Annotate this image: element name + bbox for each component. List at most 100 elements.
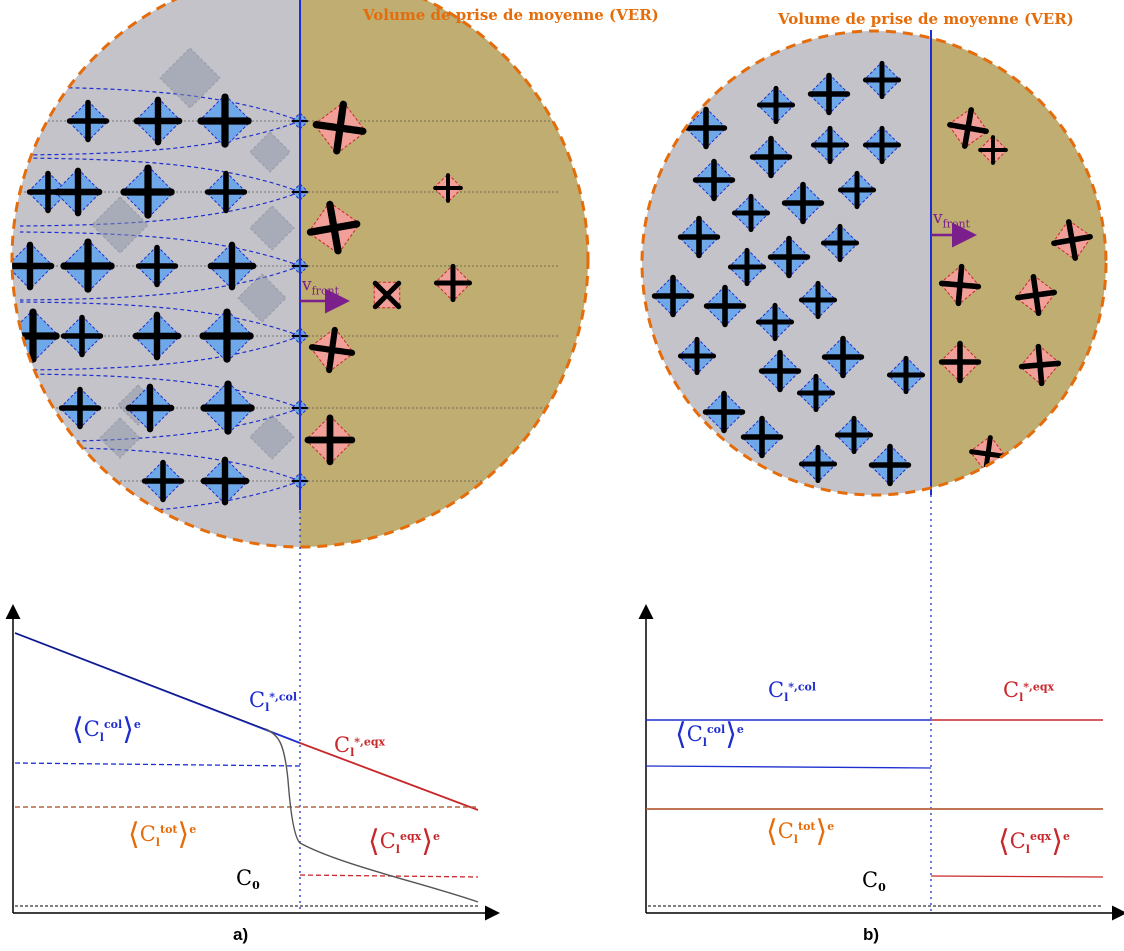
columnar-dendrite-icon [807,72,851,116]
equiaxed-dendrite-icon [1014,273,1058,317]
columnar-dendrite-icon [199,308,255,364]
columnar-dendrite-icon [796,373,836,413]
panel-a-label: a) [233,925,249,944]
equiaxed-dendrite-icon [372,280,402,310]
equiaxed-dendrite-icon [312,100,368,156]
columnar-dendrite-icon [207,241,257,291]
columnar-dendrite-icon [677,215,721,259]
columnar-dendrite-icon [821,335,865,379]
columnar-dendrite-icon [702,390,746,434]
equiaxed-dendrite-icon [304,414,356,466]
columnar-dendrite-icon [758,349,802,393]
columnar-dendrite-icon [740,415,784,459]
columnar-dendrite-icon [767,235,811,279]
c0-label-b: C0 [862,868,886,895]
panel-b-label: b) [863,925,880,944]
columnar-dendrite-icon [12,241,55,291]
velocity-label-b: vfront [933,208,971,231]
columnar-dendrite-icon [727,247,767,287]
velocity-label-a: vfront [302,275,340,298]
c-star-eqx-label-b: Cl*,eqx [1003,678,1055,705]
columnar-dendrite-icon [731,193,771,233]
columnar-dendrite-icon [684,106,728,150]
columnar-dendrite-icon [133,96,183,146]
c-eqx-avg-line-a [299,874,479,878]
c-tot-avg-label-b: ⟨Cltot⟩e [766,814,835,849]
columnar-dendrite-icon [66,99,110,143]
c-star-col-label-b: Cl*,col [768,678,817,705]
equiaxed-dendrite-icon [308,326,356,374]
local-concentration-curve-a [265,728,479,903]
columnar-dendrite-icon [651,274,695,318]
c-star-eqx-label-a: Cl*,eqx [334,733,386,760]
columnar-dendrite-icon [26,170,70,214]
columnar-dendrite-icon [820,223,860,263]
columnar-dendrite-icon [53,167,103,217]
concentration-plot-a [5,604,500,921]
c-eqx-avg-label-a: ⟨Cleqx⟩e [368,824,440,859]
c-eqx-avg-label-b: ⟨Cleqx⟩e [998,824,1070,859]
ghost-grain [249,414,295,460]
columnar-dendrite-icon [862,60,902,100]
concentration-plot-b [638,604,1124,921]
ghost-grain [159,47,221,109]
ghost-grain [237,273,287,323]
panel-b-title: Volume de prise de moyenne (VER) [778,10,1074,28]
ghost-grain [99,417,141,459]
equiaxed-dendrite-icon [433,263,473,303]
c-col-avg-label-a: ⟨Clcol⟩e [72,712,141,747]
ghost-grain [91,196,149,254]
columnar-dendrite-icon [60,314,104,358]
equiaxed-dendrite-icon [1051,219,1093,261]
columnar-dendrite-icon [200,380,256,436]
c-star-col-label-a: Cl*,col [249,688,298,715]
columnar-dendrite-icon [810,125,850,165]
columnar-dendrite-icon [755,302,795,342]
columnar-dendrite-icon [886,355,926,395]
columnar-dendrite-icon [703,284,747,328]
columnar-dendrite-icon [58,386,102,430]
ghost-grain [249,131,291,173]
equiaxed-dendrite-icon [433,173,463,203]
columnar-dendrite-icon [781,181,825,225]
ver-circle-b [640,29,1108,497]
grains-b [651,60,1093,487]
c-col-avg-label-b: ⟨Clcol⟩e [675,717,744,752]
c-col-avg-line-a [14,762,301,767]
c-eqx-avg-line-b [930,875,1104,878]
ghost-grain [249,205,295,251]
columnar-dendrite-icon [862,125,902,165]
columnar-dendrite-icon [197,93,253,149]
columnar-dendrite-icon [141,459,185,503]
columnar-dendrite-icon [120,164,176,220]
columnar-dendrite-icon [668,441,712,485]
panel-a-title: Volume de prise de moyenne (VER) [363,6,659,24]
equiaxed-dendrite-icon [1018,343,1062,387]
columnar-dendrite-icon [868,443,912,487]
c0-label-a: C0 [236,866,260,893]
c-tot-avg-label-a: ⟨Cltot⟩e [128,817,197,852]
equiaxed-dendrite-icon [306,200,362,256]
equiaxed-dendrite-icon [947,107,989,149]
columnar-dendrite-icon [798,444,838,484]
grains-a [12,47,473,506]
columnar-dendrite-icon [837,170,877,210]
columnar-dendrite-icon [204,170,248,214]
columnar-dendrite-icon [677,336,717,376]
columnar-dendrite-icon [756,85,796,125]
equiaxed-dendrite-icon [978,135,1008,165]
columnar-dendrite-icon [798,280,838,320]
columnar-dendrite-icon [125,383,175,433]
columnar-dendrite-icon [135,244,179,288]
columnar-dendrite-icon [749,135,793,179]
c-col-avg-line-b [645,765,932,769]
columnar-dendrite-icon [200,456,250,506]
columnar-dendrite-icon [60,238,116,294]
equiaxed-dendrite-icon [938,340,982,384]
c-star-eqx-curve-a [299,742,479,811]
columnar-dendrite-icon [132,311,182,361]
columnar-dendrite-icon [834,415,874,455]
columnar-dendrite-icon [692,158,736,202]
equiaxed-dendrite-icon [938,263,982,307]
